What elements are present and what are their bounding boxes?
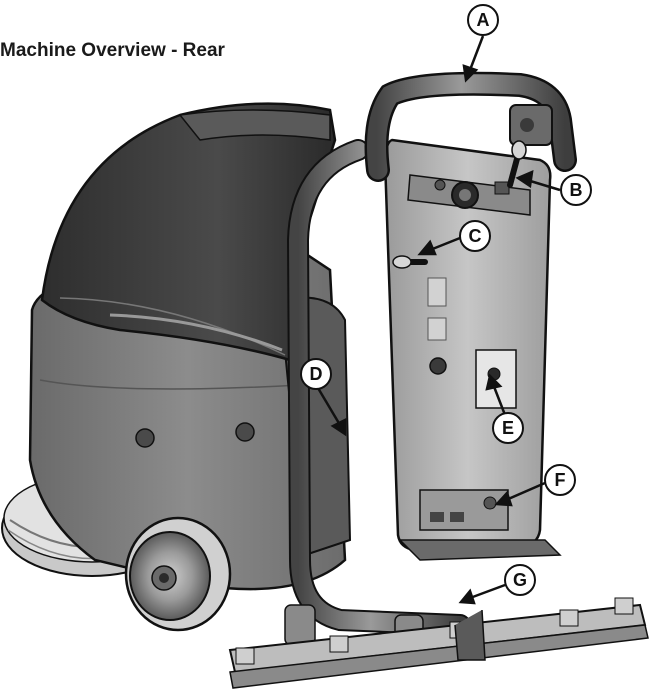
callout-c: C <box>459 220 491 252</box>
rear-panel <box>383 138 562 561</box>
callout-a-label: A <box>477 10 490 30</box>
callout-e: E <box>492 412 524 444</box>
callout-b: B <box>560 174 592 206</box>
recovery-hose <box>286 139 471 636</box>
callout-g: G <box>504 564 536 596</box>
callout-d: D <box>300 358 332 390</box>
callout-b-label: B <box>570 180 583 200</box>
page-title: Machine Overview - Rear <box>0 40 225 61</box>
callout-f: F <box>544 464 576 496</box>
recovery-tank-lid <box>40 102 337 362</box>
squeegee <box>228 597 649 689</box>
callout-e-label: E <box>502 418 514 438</box>
callout-leaders <box>316 35 561 605</box>
rear-wheel <box>124 516 232 632</box>
callout-f-label: F <box>555 470 566 490</box>
callout-d-label: D <box>310 364 323 384</box>
callout-c-label: C <box>469 226 482 246</box>
callout-a: A <box>467 4 499 36</box>
callout-g-label: G <box>513 570 527 590</box>
handle-bar <box>364 71 577 182</box>
levers <box>392 140 527 269</box>
